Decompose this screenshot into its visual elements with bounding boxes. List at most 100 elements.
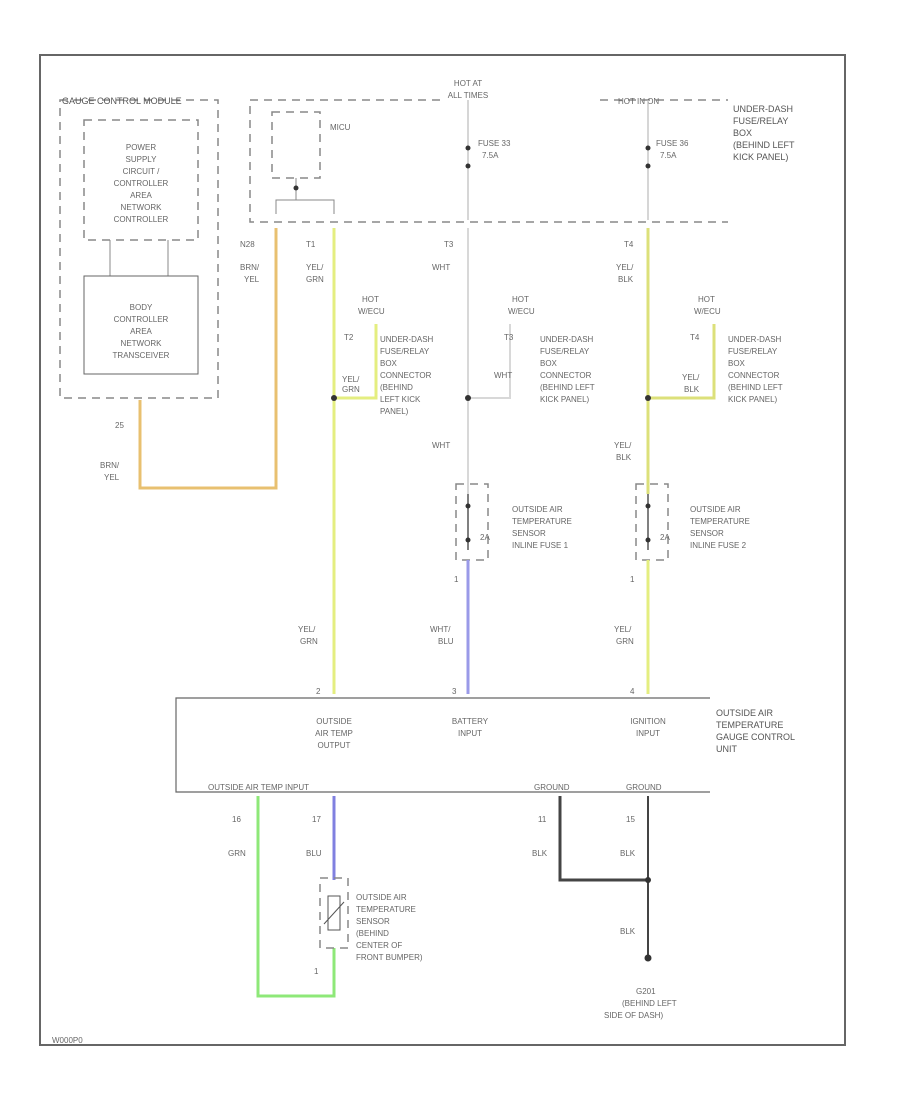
svg-text:BOX: BOX [733,128,752,138]
inline-fuse-1-rating: 2A [480,533,490,542]
svg-text:TEMPERATURE: TEMPERATURE [690,517,750,526]
ground-id: G201 [636,987,656,996]
inline-fuse-1-pin: 1 [454,575,459,584]
wire-blk-ground-1 [558,796,648,882]
hot-tag-t2: HOT W/ECU [358,295,385,316]
fuse-relay-box-label: UNDER-DASH FUSE/RELAY BOX (BEHIND LEFT K… [733,104,795,162]
svg-text:OUTSIDE AIR: OUTSIDE AIR [512,505,563,514]
svg-text:CONNECTOR: CONNECTOR [728,371,780,380]
ground-point-icon [644,954,652,962]
oat-top-pin-3: 3 [452,687,457,696]
diagram-frame [39,54,846,1046]
fuse-relay-box-outline [249,99,728,223]
oat-sensor-label: OUTSIDE AIR TEMPERATURE SENSOR (BEHIND C… [356,893,423,962]
svg-text:UNDER-DASH: UNDER-DASH [733,104,793,114]
wire-label-grn: GRN [228,849,246,858]
fuse-box-pin-t3: T3 [444,240,454,249]
svg-text:OUTPUT: OUTPUT [318,741,351,750]
wire-label-yel-blk-mid-2: BLK [616,453,632,462]
svg-text:UNDER-DASH: UNDER-DASH [380,335,434,344]
fuse36-rating: 7.5A [660,151,677,160]
fuse33-label: FUSE 33 [478,139,511,148]
inline-fuse-1-label: OUTSIDE AIR TEMPERATURE SENSOR INLINE FU… [512,505,572,550]
wire-label-wht-branch: WHT [494,371,512,380]
svg-text:UNIT: UNIT [716,744,737,754]
power-supply-circuit-box [83,119,199,241]
svg-text:HOT: HOT [362,295,379,304]
fuse-box-pin-t4: T4 [624,240,634,249]
inline-fuse-2-label: OUTSIDE AIR TEMPERATURE SENSOR INLINE FU… [690,505,750,550]
inline-fuse-1-box [455,483,489,561]
wire-label-yel-blk-top-2: BLK [618,275,634,284]
micu-node [293,185,299,191]
svg-text:OUTSIDE AIR: OUTSIDE AIR [690,505,741,514]
svg-text:SUPPLY: SUPPLY [126,155,158,164]
oat-top-pin-4: 4 [630,687,635,696]
micu-label: MICU [330,123,351,132]
svg-text:CONNECTOR: CONNECTOR [380,371,432,380]
svg-text:UNDER-DASH: UNDER-DASH [540,335,594,344]
connector-pin-t3: T3 [504,333,514,342]
fuse-box-pin-t1: T1 [306,240,316,249]
svg-text:(BEHIND: (BEHIND [356,929,389,938]
svg-text:(BEHIND LEFT: (BEHIND LEFT [540,383,595,392]
svg-text:FUSE/RELAY: FUSE/RELAY [733,116,788,126]
ground-label-2: SIDE OF DASH) [604,1011,663,1020]
svg-text:BOX: BOX [380,359,398,368]
svg-text:INLINE FUSE 2: INLINE FUSE 2 [690,541,747,550]
wire-label-yel-grn-lower-right-1: YEL/ [614,625,632,634]
connector-t2-label: UNDER-DASH FUSE/RELAY BOX CONNECTOR (BEH… [380,335,434,416]
oat-input-ignition: IGNITION INPUT [630,717,666,738]
oat-bottom-pin-17: 17 [312,815,321,824]
wire-brn-yel [138,228,278,490]
svg-text:W/ECU: W/ECU [694,307,721,316]
wire-branch-t4 [648,324,716,400]
oat-bottom-label-temp-input: OUTSIDE AIR TEMP INPUT [208,783,309,792]
wire-label-wht-blu-2: BLU [438,637,454,646]
fuse33-node-bottom [465,163,471,169]
svg-text:HOT: HOT [512,295,529,304]
svg-text:FUSE/RELAY: FUSE/RELAY [540,347,590,356]
wire-label-wht-blu-1: WHT/ [430,625,451,634]
diagram-id: W000P0 [52,1036,83,1045]
fuse-box-pin-n28: N28 [240,240,255,249]
wire-label-yel-blk-branch-2: BLK [684,385,700,394]
svg-text:W/ECU: W/ECU [508,307,535,316]
splice-wht [465,395,471,401]
oat-sensor-box [319,877,349,949]
inline-fuse-2-node-top [645,503,651,509]
oat-bottom-pin-16: 16 [232,815,241,824]
micu-box [271,111,321,179]
oat-bottom-pin-15: 15 [626,815,635,824]
oat-bottom-pin-11: 11 [538,815,547,824]
wire-label-brn-yel-left-1: BRN/ [100,461,120,470]
svg-text:TEMPERATURE: TEMPERATURE [512,517,572,526]
wire-label-yel-grn-top-2: GRN [306,275,324,284]
svg-text:BOX: BOX [728,359,746,368]
connector-t3-label: UNDER-DASH FUSE/RELAY BOX CONNECTOR (BEH… [540,335,595,404]
wire-grn [256,796,336,998]
thermistor-symbol [327,895,341,931]
wire-label-yel-blk-branch-1: YEL/ [682,373,700,382]
svg-text:(BEHIND LEFT: (BEHIND LEFT [733,140,795,150]
svg-text:OUTSIDE AIR: OUTSIDE AIR [356,893,407,902]
oat-sensor-pin: 1 [314,967,319,976]
svg-text:CENTER OF: CENTER OF [356,941,402,950]
body-can-transceiver-label: BODY CONTROLLER AREA NETWORK TRANSCEIVER [113,303,170,360]
svg-text:CONTROLLER: CONTROLLER [114,315,169,324]
svg-text:KICK PANEL): KICK PANEL) [728,395,778,404]
ground-splice [645,877,651,883]
connector-t4-label: UNDER-DASH FUSE/RELAY BOX CONNECTOR (BEH… [728,335,783,404]
svg-text:FUSE/RELAY: FUSE/RELAY [728,347,778,356]
svg-text:SENSOR: SENSOR [512,529,546,538]
svg-text:AIR TEMP: AIR TEMP [315,729,353,738]
fuse33-node-top [465,145,471,151]
wire-label-yel-grn-top-1: YEL/ [306,263,324,272]
inline-fuse-2-box [635,483,669,561]
thermistor-arrow [323,901,345,925]
svg-text:CONTROLLER: CONTROLLER [114,179,169,188]
micu-bus [275,199,335,214]
svg-text:AREA: AREA [130,191,152,200]
gauge-control-module-box [59,99,219,399]
